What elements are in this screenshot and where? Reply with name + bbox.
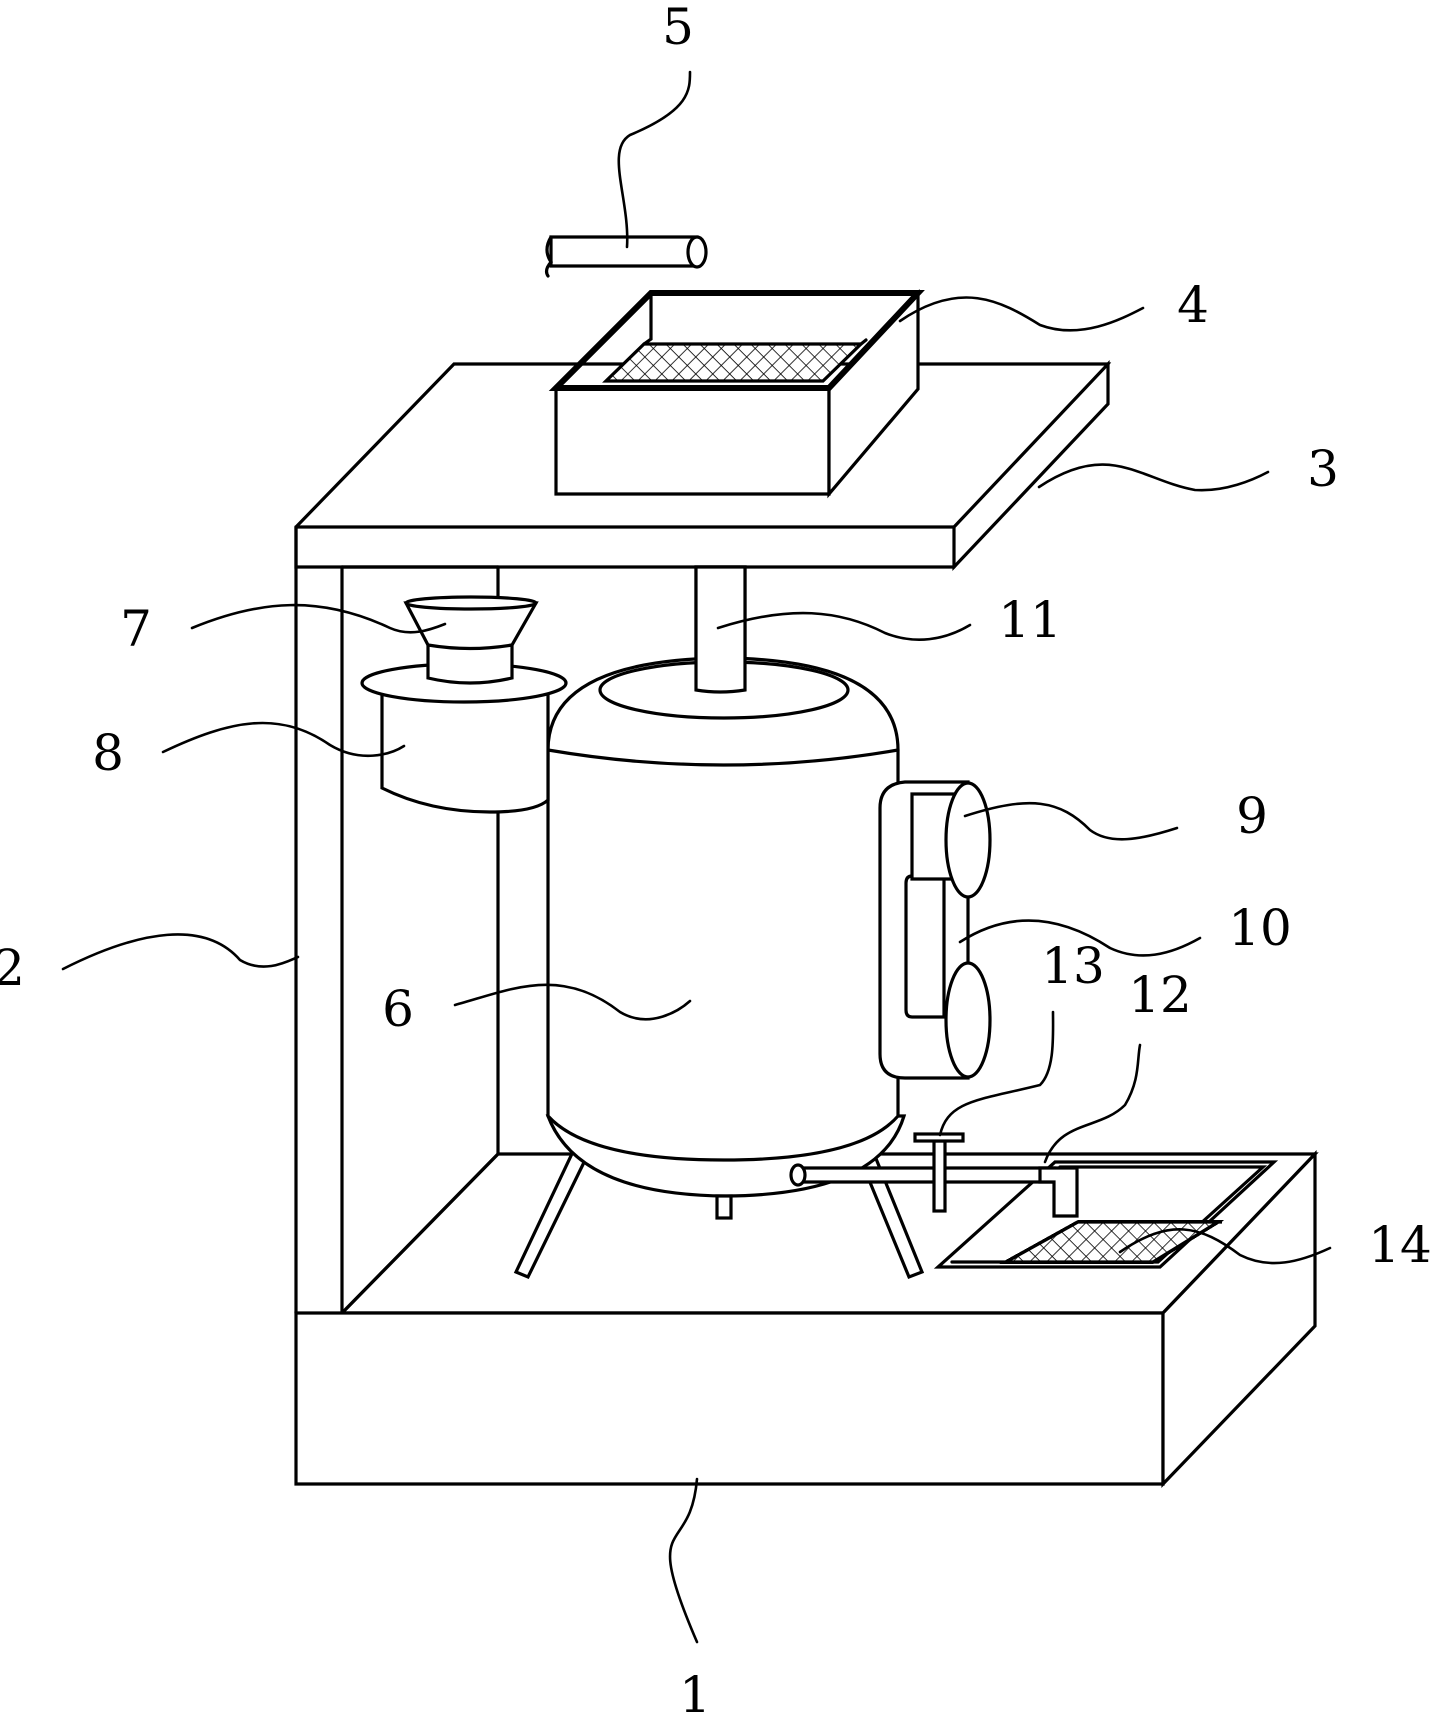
sieve-box-4	[548, 288, 925, 499]
label-11: 11	[998, 591, 1062, 649]
label-8: 8	[92, 724, 124, 782]
leader-9	[963, 801, 1179, 841]
motor-8	[360, 662, 568, 814]
leader-11	[716, 611, 972, 641]
label-4: 4	[1177, 276, 1209, 334]
label-10: 10	[1228, 899, 1292, 957]
label-1: 1	[679, 1666, 711, 1724]
leader-10	[958, 919, 1202, 957]
feed-hopper-7	[403, 595, 539, 685]
leader-6	[453, 983, 692, 1021]
leader-5	[617, 70, 692, 249]
label-9: 9	[1236, 787, 1268, 845]
label-6: 6	[382, 980, 414, 1038]
label-2: 2	[0, 939, 25, 997]
discharge-pipe	[789, 1163, 1079, 1218]
leader-8	[161, 721, 406, 758]
leader-13	[938, 1010, 1055, 1137]
label-5: 5	[662, 0, 694, 56]
leader-2	[61, 933, 300, 971]
leader-12	[1043, 1043, 1142, 1164]
label-12: 12	[1128, 966, 1192, 1024]
leader-lines	[61, 70, 1332, 1644]
leader-14	[1118, 1228, 1332, 1265]
label-13: 13	[1041, 937, 1105, 995]
leader-7	[190, 603, 447, 634]
base-tank	[294, 1150, 1319, 1488]
water-pipe-5	[544, 235, 708, 278]
label-3: 3	[1307, 440, 1339, 498]
label-7: 7	[120, 600, 152, 658]
leader-3	[1037, 463, 1270, 492]
label-14: 14	[1368, 1216, 1432, 1274]
mixing-drum	[545, 565, 907, 1220]
leader-4	[898, 296, 1145, 332]
leader-1	[668, 1477, 699, 1644]
